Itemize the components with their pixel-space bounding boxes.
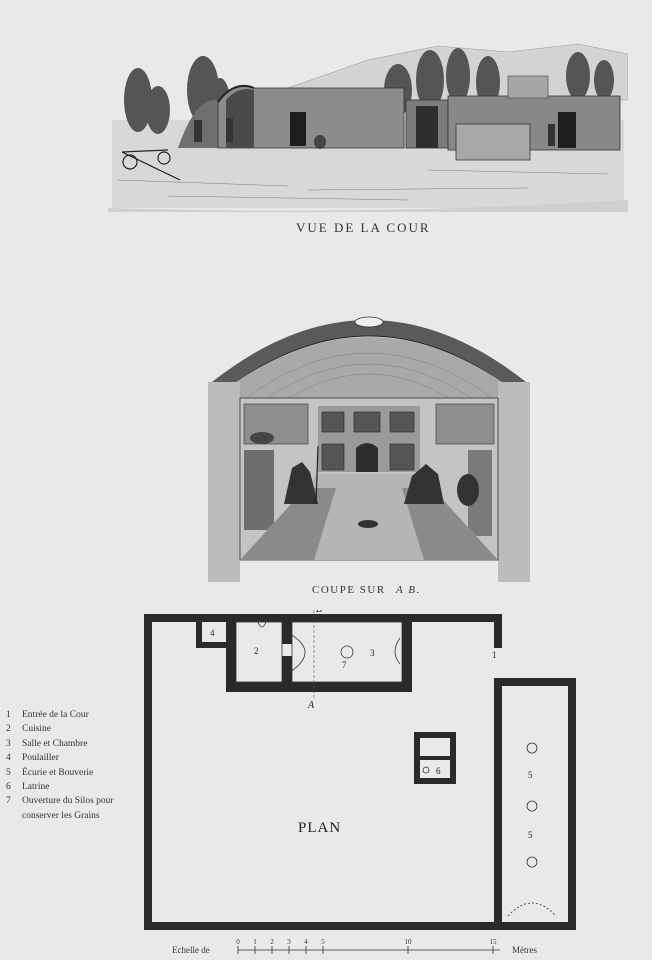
scale-tick-label: 1 bbox=[253, 938, 257, 946]
scale-bar: 0 1 2 3 4 5 10 15 bbox=[236, 938, 500, 954]
section-caption-ab: A B. bbox=[395, 584, 421, 596]
scale-tick-label: 4 bbox=[304, 938, 308, 946]
section-illustration bbox=[208, 316, 530, 582]
section-line-a: A bbox=[307, 700, 315, 711]
scale-tick-label: 15 bbox=[490, 938, 498, 946]
legend-text: Ouverture du Silos pour bbox=[22, 796, 114, 807]
scale-tick-label: 5 bbox=[321, 938, 325, 946]
legend: 1 Entrée de la Cour 2 Cuisine 3 Salle et Cham… bbox=[6, 708, 114, 823]
section-caption: COUPE SUR A B. bbox=[312, 584, 421, 596]
scale-unit: Mètres bbox=[512, 945, 537, 955]
room-number-5a: 5 bbox=[528, 770, 533, 780]
legend-item: 2 Cuisine bbox=[6, 722, 114, 736]
legend-number: 3 bbox=[6, 738, 11, 749]
legend-item: conserver les Grains bbox=[6, 809, 114, 823]
section-line-b: B bbox=[316, 610, 322, 615]
legend-item: 6 Latrine bbox=[6, 780, 114, 794]
legend-item: 1 Entrée de la Cour bbox=[6, 708, 114, 722]
legend-item: 5 Écurie et Bouverie bbox=[6, 766, 114, 780]
legend-item: 4 Poulailler bbox=[6, 751, 114, 765]
legend-number: 1 bbox=[6, 710, 11, 720]
room-number-4: 4 bbox=[210, 628, 215, 638]
legend-text: Salle et Chambre bbox=[22, 738, 88, 749]
legend-text: Écurie et Bouverie bbox=[22, 767, 94, 778]
room-number-7: 7 bbox=[342, 660, 347, 670]
legend-text: conserver les Grains bbox=[22, 810, 100, 821]
room-number-2: 2 bbox=[254, 646, 259, 656]
scale-tick-label: 0 bbox=[236, 938, 240, 946]
section-caption-text: COUPE SUR bbox=[312, 584, 386, 596]
legend-number: 2 bbox=[6, 724, 11, 735]
legend-item: 7 Ouverture du Silos pour bbox=[6, 794, 114, 808]
scale-tick-label: 2 bbox=[270, 938, 274, 946]
legend-text: Cuisine bbox=[22, 724, 52, 735]
floor-plan: A B 1 2 3 4 5 5 6 7 PLAN bbox=[144, 610, 576, 930]
room-number-1: 1 bbox=[492, 650, 497, 660]
plan-title: PLAN bbox=[298, 820, 341, 836]
legend-number: 4 bbox=[6, 753, 11, 764]
court-view-caption: VUE DE LA COUR bbox=[296, 220, 431, 235]
legend-text: Entrée de la Cour bbox=[22, 710, 89, 720]
room-number-5b: 5 bbox=[528, 830, 533, 840]
scale-label: Echelle de bbox=[172, 945, 210, 955]
legend-number: 7 bbox=[6, 796, 11, 807]
room-number-3: 3 bbox=[370, 648, 375, 658]
court-view-illustration bbox=[108, 43, 628, 212]
legend-item: 3 Salle et Chambre bbox=[6, 737, 114, 751]
room-number-6: 6 bbox=[436, 766, 441, 776]
legend-text: Poulailler bbox=[22, 753, 59, 764]
scale-tick-label: 3 bbox=[287, 938, 291, 946]
scale-tick-label: 10 bbox=[405, 938, 413, 946]
legend-number: 6 bbox=[6, 782, 11, 793]
legend-text: Latrine bbox=[22, 782, 50, 793]
legend-number: 5 bbox=[6, 767, 11, 778]
